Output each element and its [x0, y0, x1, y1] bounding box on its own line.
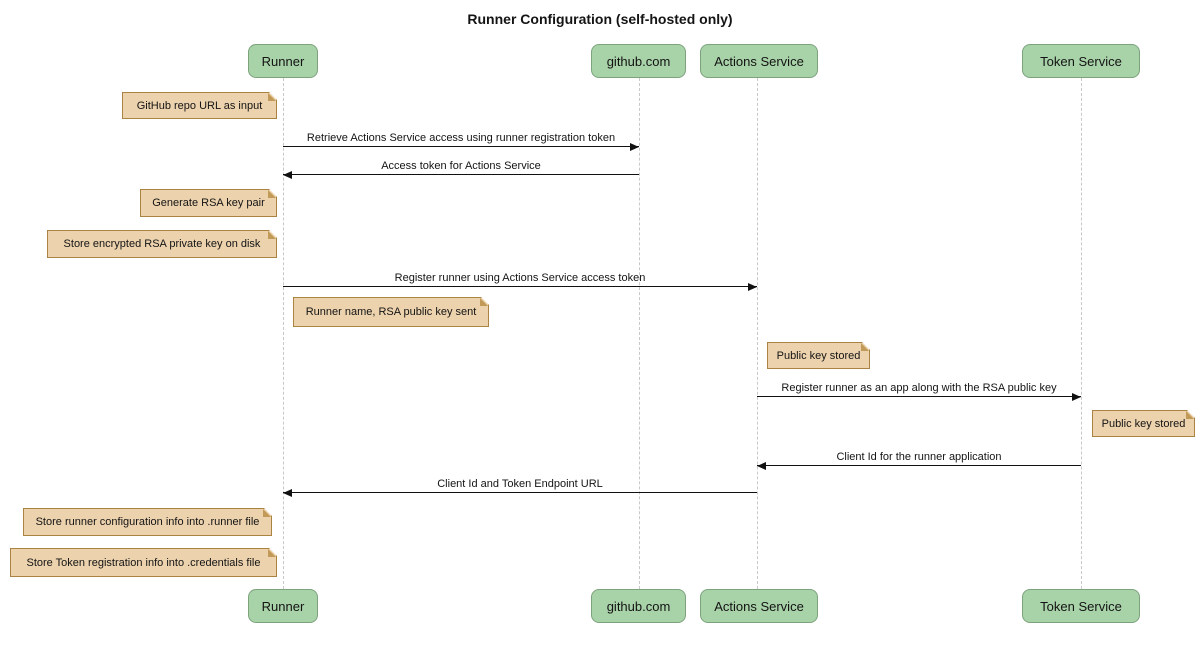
note-fold-icon: [268, 231, 276, 239]
lifeline-github: [638, 78, 640, 589]
message-line: [283, 146, 639, 147]
message-label: Register runner as an app along with the…: [781, 382, 1057, 394]
participant-label: Token Service: [1040, 598, 1122, 614]
participant-label: Actions Service: [714, 598, 804, 614]
arrowhead-left-icon: [757, 462, 766, 470]
participant-label: github.com: [606, 598, 671, 614]
note-fold-icon: [861, 343, 869, 351]
arrowhead-right-icon: [748, 283, 757, 291]
note-fold-icon: [1186, 411, 1194, 419]
lifeline-runner: [282, 78, 284, 589]
note-generate-rsa: Generate RSA key pair: [140, 189, 277, 217]
message-retrieve-actions-access: Retrieve Actions Service access using ru…: [283, 127, 639, 151]
lifeline-token-service: [1080, 78, 1082, 589]
note-fold-icon: [268, 549, 276, 557]
note-public-key-stored-actions: Public key stored: [767, 342, 870, 369]
note-store-credentials-file: Store Token registration info into .cred…: [10, 548, 277, 577]
note-text: Public key stored: [776, 349, 861, 362]
message-register-runner: Register runner using Actions Service ac…: [283, 267, 757, 291]
arrowhead-right-icon: [1072, 393, 1081, 401]
participant-bottom-runner: Runner: [248, 589, 318, 623]
note-text: Store runner configuration info into .ru…: [35, 516, 260, 528]
note-text: Runner name, RSA public key sent: [305, 306, 477, 318]
participant-bottom-github: github.com: [591, 589, 686, 623]
note-runner-name-sent: Runner name, RSA public key sent: [293, 297, 489, 327]
message-access-token: Access token for Actions Service: [283, 155, 639, 179]
message-line: [757, 396, 1081, 397]
note-public-key-stored-token: Public key stored: [1092, 410, 1195, 437]
note-store-private-key: Store encrypted RSA private key on disk: [47, 230, 277, 258]
participant-bottom-actions-service: Actions Service: [700, 589, 818, 623]
participant-label: Runner: [261, 598, 305, 614]
message-label: Client Id for the runner application: [836, 451, 1002, 463]
message-label: Register runner using Actions Service ac…: [394, 272, 646, 284]
participant-label: Actions Service: [714, 53, 804, 69]
message-client-id-endpoint: Client Id and Token Endpoint URL: [283, 473, 757, 497]
note-store-runner-file: Store runner configuration info into .ru…: [23, 508, 272, 536]
note-repo-url: GitHub repo URL as input: [122, 92, 277, 119]
note-text: Store Token registration info into .cred…: [26, 556, 261, 569]
diagram-title: Runner Configuration (self-hosted only): [467, 11, 733, 27]
note-text: Generate RSA key pair: [152, 197, 265, 209]
participant-top-token-service: Token Service: [1022, 44, 1140, 78]
participant-bottom-token-service: Token Service: [1022, 589, 1140, 623]
message-line: [283, 286, 757, 287]
note-fold-icon: [268, 93, 276, 101]
message-line: [283, 174, 639, 175]
note-fold-icon: [263, 509, 271, 517]
arrowhead-left-icon: [283, 489, 292, 497]
message-label: Retrieve Actions Service access using ru…: [306, 132, 616, 144]
note-text: GitHub repo URL as input: [136, 99, 263, 112]
message-register-app: Register runner as an app along with the…: [757, 377, 1081, 401]
participant-label: Runner: [261, 53, 305, 69]
note-fold-icon: [480, 298, 488, 306]
note-text: Public key stored: [1101, 417, 1186, 430]
arrowhead-left-icon: [283, 171, 292, 179]
message-client-id: Client Id for the runner application: [757, 446, 1081, 470]
note-fold-icon: [268, 190, 276, 198]
arrowhead-right-icon: [630, 143, 639, 151]
message-label: Client Id and Token Endpoint URL: [437, 478, 603, 490]
note-text: Store encrypted RSA private key on disk: [63, 238, 261, 250]
participant-label: Token Service: [1040, 53, 1122, 69]
participant-top-github: github.com: [591, 44, 686, 78]
participant-label: github.com: [606, 53, 671, 69]
participant-top-runner: Runner: [248, 44, 318, 78]
participant-top-actions-service: Actions Service: [700, 44, 818, 78]
message-line: [283, 492, 757, 493]
message-line: [757, 465, 1081, 466]
lifeline-actions-service: [756, 78, 758, 589]
message-label: Access token for Actions Service: [381, 160, 541, 172]
